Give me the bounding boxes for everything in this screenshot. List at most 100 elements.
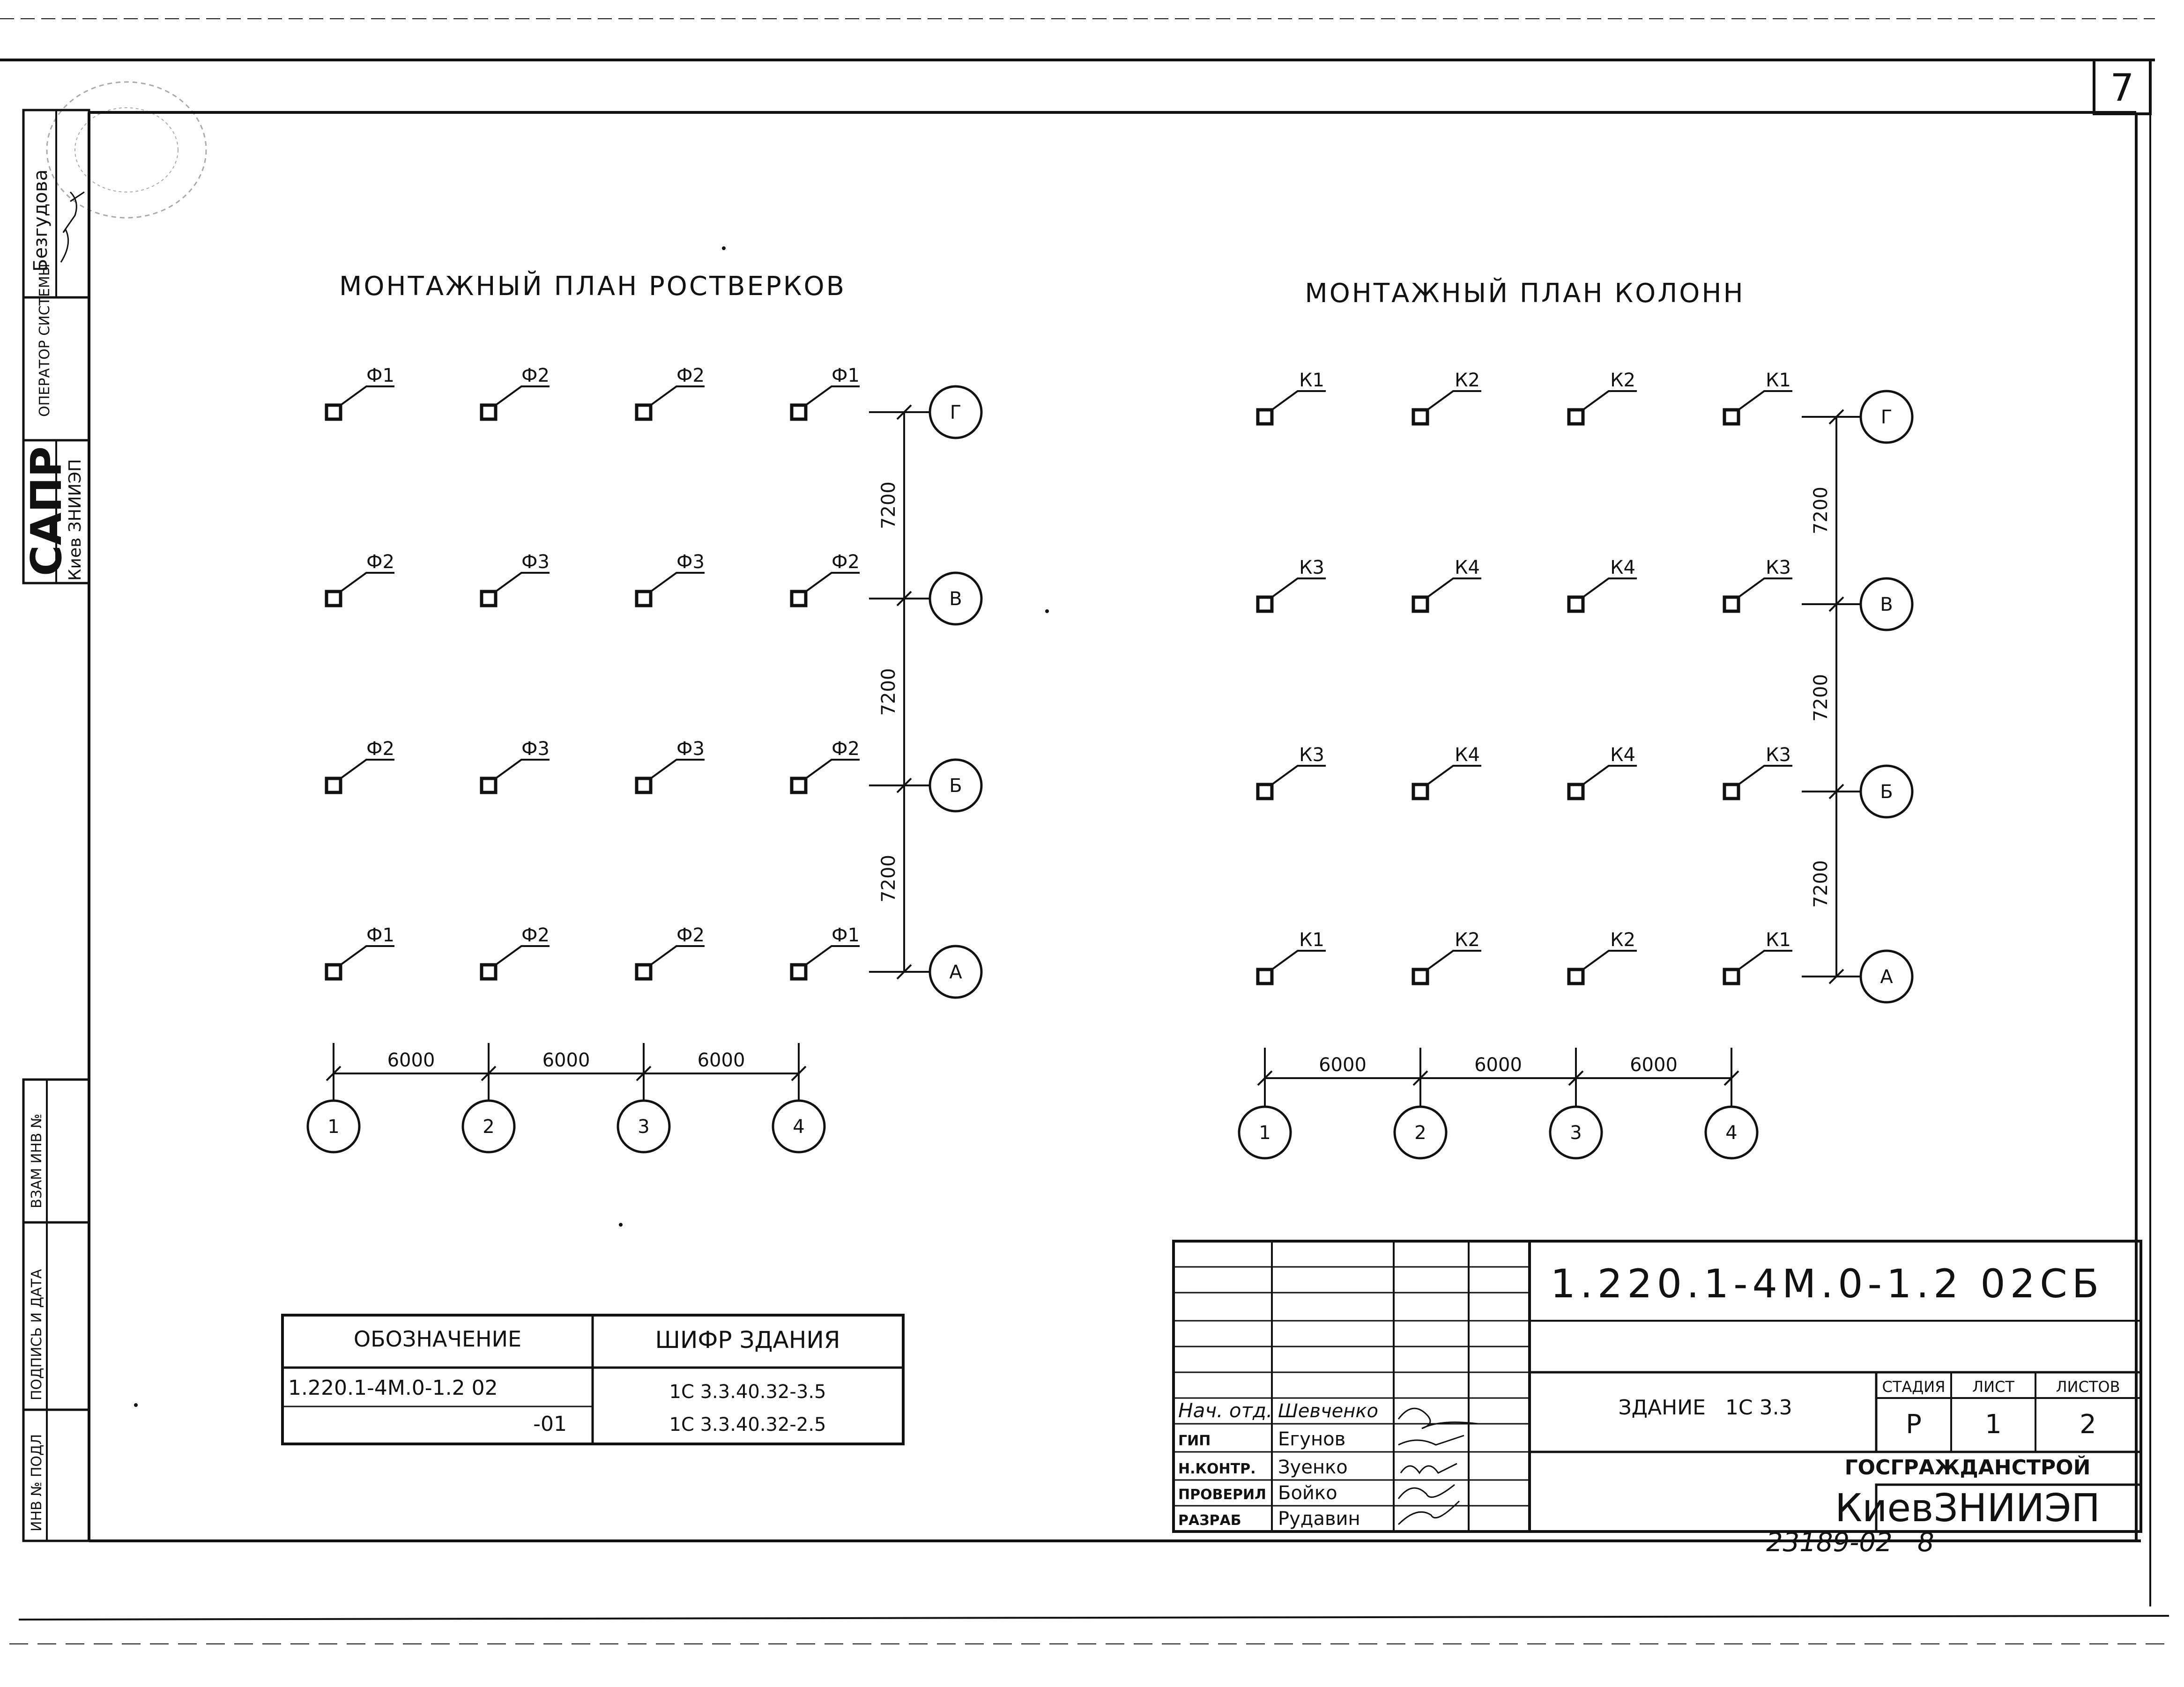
rostverk-leader-r1c3 xyxy=(650,385,705,406)
column-leader-r1c1 xyxy=(1271,390,1326,411)
row-axis-label-А: А xyxy=(1880,966,1893,988)
row-axis-bubble-А xyxy=(1859,949,1914,1004)
row-spacing-2: 7200 xyxy=(878,668,899,716)
vzam-inv-label: ВЗАМ ИНВ № xyxy=(29,1114,45,1208)
role-label-4: ПРОВЕРИЛ xyxy=(1178,1487,1266,1503)
row-axis-label-Г: Г xyxy=(1881,407,1892,428)
column-element-r4c2 xyxy=(1411,968,1429,985)
row-spacing-2: 7200 xyxy=(1810,674,1832,722)
col-dim-tick xyxy=(481,1065,497,1081)
plan-title-rostverki: МОНТАЖНЫЙ ПЛАН РОСТВЕРКОВ xyxy=(339,271,846,302)
row-axis-label-В: В xyxy=(949,588,962,610)
col-spacing-3: 6000 xyxy=(1630,1054,1678,1076)
row-axis-bubble-В xyxy=(929,571,983,626)
row-axis-label-А: А xyxy=(949,962,962,983)
column-leader-r1c2 xyxy=(1426,390,1481,411)
rostverk-mark-r3c3: Ф3 xyxy=(676,738,705,760)
rostverk-leader-r3c1 xyxy=(340,759,394,779)
row-spacing-3: 7200 xyxy=(1810,860,1832,908)
column-mark-r4c4: К1 xyxy=(1766,929,1791,951)
rostverk-mark-r3c1: Ф2 xyxy=(366,738,394,760)
column-leader-r3c3 xyxy=(1582,765,1637,785)
rostverk-mark-r4c3: Ф2 xyxy=(676,925,705,946)
rostverk-mark-r4c4: Ф1 xyxy=(832,925,860,946)
title-block-grid-rows xyxy=(1174,1266,1530,1507)
column-leader-r1c3 xyxy=(1582,390,1637,411)
column-mark-r1c3: К2 xyxy=(1610,370,1635,391)
operator-label: ОПЕРАТОР СИСТЕМЫ xyxy=(37,264,53,417)
rostverk-mark-r3c4: Ф2 xyxy=(832,738,860,760)
row-axis-bubble-А xyxy=(929,945,983,999)
col-axis-label-3: 3 xyxy=(1570,1122,1582,1144)
column-leader-r2c1 xyxy=(1271,577,1326,598)
sheet-frame xyxy=(0,18,2174,1644)
rostverk-leader-r2c1 xyxy=(340,572,394,592)
rostverk-mark-r2c1: Ф2 xyxy=(366,551,394,573)
spec-header-designation: ОБОЗНАЧЕНИЕ xyxy=(354,1326,521,1352)
rostverk-leader-r2c3 xyxy=(650,572,705,592)
rostverk-mark-r1c2: Ф2 xyxy=(521,365,550,386)
sheet-label: ЛИСТ xyxy=(1972,1378,2014,1396)
role-label-3: Н.КОНТР. xyxy=(1178,1461,1255,1477)
rostverk-element-r2c3 xyxy=(635,590,653,607)
column-leader-r4c1 xyxy=(1271,950,1326,970)
column-element-r3c3 xyxy=(1567,783,1585,800)
column-mark-r4c3: К2 xyxy=(1610,929,1635,951)
rostverk-element-r1c1 xyxy=(325,403,342,421)
sheets-value: 2 xyxy=(2080,1409,2096,1440)
org-kievzniiep: КиевЗНИИЭП xyxy=(1835,1486,2100,1531)
role-name-4: Бойко xyxy=(1278,1482,1337,1504)
col-axis-bubble-1 xyxy=(306,1099,361,1154)
role-name-1: Шевченко xyxy=(1278,1400,1378,1422)
col-spacing-3: 6000 xyxy=(698,1050,745,1071)
column-mark-r2c4: К3 xyxy=(1766,557,1791,578)
left-strip: Безгудова ОПЕРАТОР СИСТЕМЫ САПР Киев ЗНИ… xyxy=(22,109,90,1542)
column-mark-r3c4: К3 xyxy=(1766,744,1791,766)
role-label-2: ГИП xyxy=(1178,1433,1211,1449)
row-axis-label-Г: Г xyxy=(950,402,961,423)
plan-title-kolonny: МОНТАЖНЫЙ ПЛАН КОЛОНН xyxy=(1305,278,1745,309)
approver-signature xyxy=(60,191,85,263)
column-mark-r1c2: К2 xyxy=(1455,370,1480,391)
rostverk-element-r3c2 xyxy=(480,777,498,794)
rostverk-element-r4c4 xyxy=(790,963,808,981)
row-axis-label-Б: Б xyxy=(949,775,962,797)
sheet-number: 7 xyxy=(2110,66,2134,110)
sign-date-label: ПОДПИСЬ И ДАТА xyxy=(29,1269,45,1400)
rostverk-mark-r2c3: Ф3 xyxy=(676,551,705,573)
role-name-3: Зуенко xyxy=(1278,1457,1348,1478)
role-label-1: Нач. отд. xyxy=(1178,1399,1272,1422)
rostverk-leader-r1c4 xyxy=(805,385,860,406)
approver-name: Безгудова xyxy=(30,170,52,272)
row-axis-label-В: В xyxy=(1880,594,1893,615)
col-axis-label-1: 1 xyxy=(1259,1122,1270,1144)
rostverk-leader-r1c1 xyxy=(340,385,394,406)
column-element-r4c1 xyxy=(1256,968,1274,985)
drawing-code: 1.220.1-4М.0-1.2 02СБ xyxy=(1551,1261,2104,1307)
sapr-org: Киев ЗНИИЭП xyxy=(66,459,85,581)
column-mark-r3c1: К3 xyxy=(1299,744,1324,766)
inv-podl-label: ИНВ № ПОДЛ xyxy=(29,1434,45,1532)
rostverk-mark-r4c2: Ф2 xyxy=(521,925,550,946)
col-dim-tick xyxy=(326,1065,342,1081)
rostverk-leader-r4c4 xyxy=(805,945,860,966)
stage-label: СТАДИЯ xyxy=(1882,1378,1946,1396)
row-axis-bubble-Б xyxy=(1859,764,1914,819)
column-element-r4c4 xyxy=(1723,968,1740,985)
signatures xyxy=(1397,1407,1478,1525)
col-axis-label-4: 4 xyxy=(1725,1122,1737,1144)
rostverk-element-r4c1 xyxy=(325,963,342,981)
column-element-r4c3 xyxy=(1567,968,1585,985)
row-spacing-1: 7200 xyxy=(878,481,899,529)
row-axis-bubble-Г xyxy=(1859,390,1914,444)
col-dim-tick xyxy=(791,1065,807,1081)
column-element-r2c2 xyxy=(1411,595,1429,613)
column-leader-r2c4 xyxy=(1738,577,1792,598)
col-axis-label-2: 2 xyxy=(483,1116,494,1138)
col-spacing-1: 6000 xyxy=(1319,1054,1367,1076)
rostverk-element-r4c2 xyxy=(480,963,498,981)
sapr-title: САПР xyxy=(22,446,71,576)
col-axis-label-2: 2 xyxy=(1414,1122,1426,1144)
column-mark-r4c1: К1 xyxy=(1299,929,1324,951)
